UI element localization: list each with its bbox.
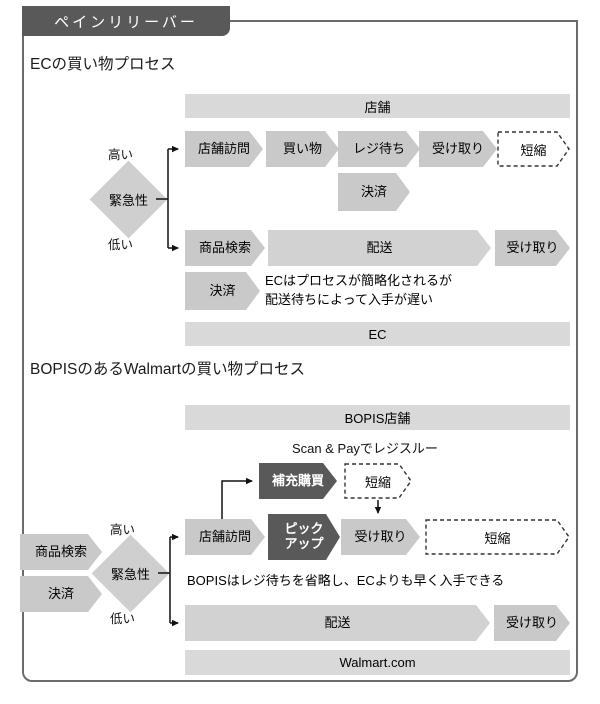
- note-ec: ECはプロセスが簡略化されるが 配送待ちによって入手が遅い: [265, 273, 453, 307]
- step-receive-ec: 受け取り: [495, 230, 570, 266]
- step-checkout-wait-ec: レジ待ち: [338, 131, 420, 167]
- urgency-high-label-ec: 高い: [108, 148, 134, 162]
- urgency-low-label-ec: 低い: [108, 238, 134, 252]
- band-bopis-store: BOPIS店舗: [185, 405, 570, 430]
- step-receive-delivery-bopis: 受け取り: [494, 605, 570, 641]
- step-payment-bopis: 決済: [20, 576, 102, 612]
- decision-label: 緊急性: [108, 193, 148, 208]
- step-product-search-ec: 商品検索: [185, 230, 265, 266]
- decision-urgency-bopis: 緊急性: [91, 534, 170, 613]
- step-shorten-high-ec: 短縮: [497, 131, 570, 167]
- panel-title-label: ペインリリーバー: [54, 13, 198, 31]
- step-shorten-label: 短縮: [364, 474, 391, 490]
- step-store-visit-ec: 店舗訪問: [185, 131, 263, 167]
- step-shorten-upsell-bopis: 短縮: [344, 463, 412, 499]
- band-ec: EC: [185, 322, 570, 346]
- step-delivery-bopis: 配送: [185, 605, 490, 641]
- section-title-bopis: BOPISのあるWalmartの買い物プロセス: [30, 361, 305, 378]
- step-receive-bopis: 受け取り: [341, 519, 420, 555]
- caption-scan-and-pay: Scan & Payでレジスルー: [292, 441, 438, 456]
- step-pickup-bopis: ピック アップ: [268, 514, 340, 560]
- section-title-ec: ECの買い物プロセス: [30, 56, 176, 73]
- band-store-ec: 店舗: [185, 94, 570, 118]
- band-walmart-com: Walmart.com: [185, 650, 570, 675]
- step-payment-store-ec: 決済: [338, 173, 410, 211]
- step-store-visit-bopis: 店舗訪問: [185, 519, 265, 555]
- note-bopis: BOPISはレジ待ちを省略し、ECよりも早く入手できる: [187, 573, 505, 588]
- urgency-high-label-bopis: 高い: [110, 523, 136, 537]
- step-shopping-ec: 買い物: [266, 131, 339, 167]
- step-shorten-label: 短縮: [520, 142, 547, 158]
- step-add-on-purchase-bopis: 補充購買: [259, 463, 337, 499]
- panel-title-tab: ペインリリーバー: [22, 6, 230, 36]
- step-product-search-bopis: 商品検索: [20, 534, 102, 570]
- decision-urgency-ec: 緊急性: [89, 160, 168, 239]
- decision-label: 緊急性: [110, 567, 150, 582]
- step-delivery-ec: 配送: [268, 230, 491, 266]
- step-shorten-label: 短縮: [484, 530, 511, 546]
- step-payment-online-ec: 決済: [185, 272, 260, 310]
- step-shorten-high-bopis: 短縮: [425, 519, 570, 555]
- urgency-low-label-bopis: 低い: [110, 612, 136, 626]
- step-pickup-ec: 受け取り: [419, 131, 497, 167]
